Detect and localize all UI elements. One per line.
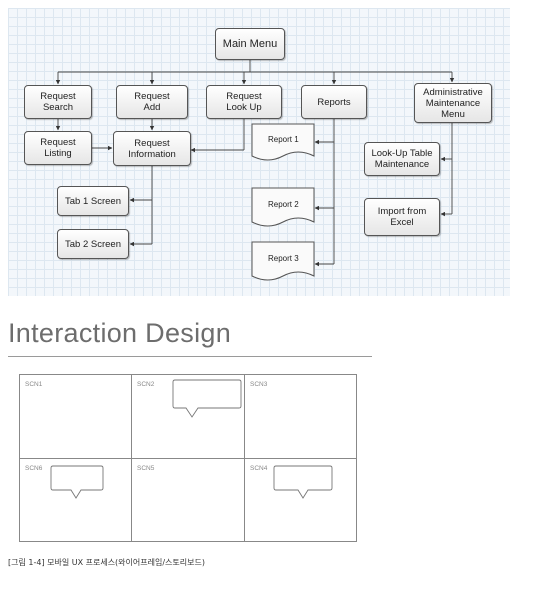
report-document-1: Report 1 bbox=[251, 123, 315, 161]
scene-label: SCN4 bbox=[250, 465, 268, 472]
scene-label: SCN2 bbox=[137, 381, 155, 388]
tab2-screen-node: Tab 2 Screen bbox=[57, 229, 129, 259]
section-title: Interaction Design bbox=[8, 318, 232, 348]
scene-label: SCN5 bbox=[137, 465, 155, 472]
storyboard-cell: SCN1 bbox=[19, 374, 132, 459]
request-search-node: Request Search bbox=[24, 85, 92, 119]
request-listing-node: Request Listing bbox=[24, 131, 92, 165]
main-menu-node: Main Menu bbox=[215, 28, 285, 60]
tab1-screen-node: Tab 1 Screen bbox=[57, 186, 129, 216]
figure-caption: [그림 1-4] 모바일 UX 프로세스(와이어프레임/스토리보드) bbox=[8, 558, 205, 567]
admin-maintenance-menu-node: Administrative Maintenance Menu bbox=[414, 83, 492, 123]
storyboard-cell: SCN3 bbox=[244, 374, 357, 459]
request-lookup-node: Request Look Up bbox=[206, 85, 282, 119]
flowchart-connectors: Report 1 Report 2 Report 3 bbox=[55, 60, 455, 281]
lookup-table-maintenance-node: Look-Up Table Maintenance bbox=[364, 142, 440, 176]
request-add-node: Request Add bbox=[116, 85, 188, 119]
reports-node: Reports bbox=[301, 85, 367, 119]
import-from-excel-node: Import from Excel bbox=[364, 198, 440, 236]
storyboard-cell: SCN4 bbox=[244, 458, 357, 542]
report-label: Report 3 bbox=[268, 254, 299, 263]
title-divider bbox=[8, 356, 372, 357]
speech-bubble-icon bbox=[50, 465, 104, 499]
storyboard-cell: SCN5 bbox=[131, 458, 245, 542]
report-label: Report 2 bbox=[268, 200, 299, 209]
scene-label: SCN6 bbox=[25, 465, 43, 472]
scene-label: SCN1 bbox=[25, 381, 43, 388]
report-document-3: Report 3 bbox=[251, 241, 315, 281]
speech-bubble-icon bbox=[273, 465, 333, 499]
storyboard-cell: SCN2 bbox=[131, 374, 245, 459]
speech-bubble-icon bbox=[172, 379, 242, 418]
scene-label: SCN3 bbox=[250, 381, 268, 388]
storyboard-grid: SCN1 SCN2 SCN3 SCN6 SCN5 SCN4 bbox=[19, 374, 357, 542]
report-label: Report 1 bbox=[268, 135, 299, 144]
report-document-2: Report 2 bbox=[251, 187, 315, 227]
request-information-node: Request Information bbox=[113, 131, 191, 166]
storyboard-cell: SCN6 bbox=[19, 458, 132, 542]
